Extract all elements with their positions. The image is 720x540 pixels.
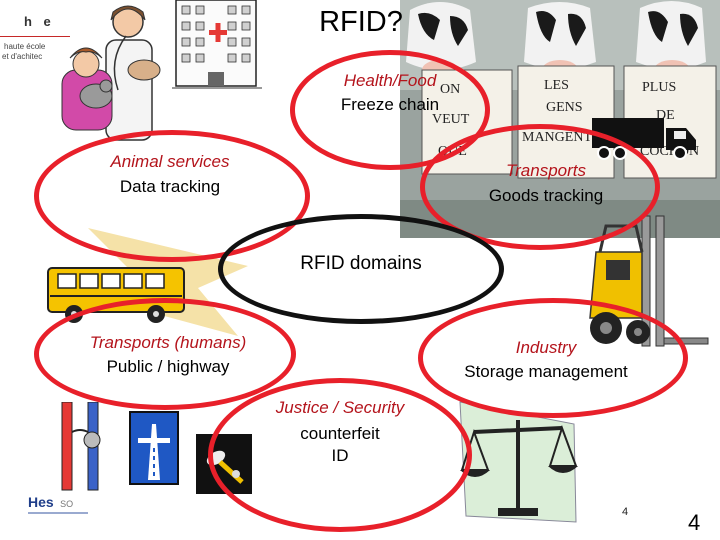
animal-title: Animal services <box>110 152 230 171</box>
highway-sign-icon <box>129 411 179 485</box>
logo-fineprint <box>28 512 88 514</box>
veterinarian-icon <box>61 5 161 141</box>
school-logo-top: h e haute école et d'achitec <box>0 8 72 78</box>
pipe-icon <box>61 402 101 491</box>
health-title: Health/Food <box>343 71 437 90</box>
industry-title: Industry <box>515 338 577 357</box>
logo-red-rule <box>0 36 70 37</box>
domain-ellipse-transports <box>420 124 660 250</box>
domain-ellipse-justice <box>208 378 472 532</box>
hes-so-logo: Hes SO <box>28 494 118 524</box>
animal-subtitle: Data tracking <box>119 177 221 196</box>
industry-subtitle: Storage management <box>464 362 628 381</box>
sign-word-les: LES <box>544 78 569 93</box>
domain-ellipse-health <box>290 50 490 170</box>
domain-ellipse-center <box>218 214 504 324</box>
center-label: RFID domains <box>300 253 422 274</box>
page-number: 4 <box>688 510 701 535</box>
slide-title: RFID? <box>319 6 403 38</box>
logo-mark: h e <box>24 14 55 29</box>
humans-subtitle: Public / highway <box>106 357 230 376</box>
hospital-building-icon <box>172 0 262 89</box>
justice-line-3: ID <box>331 446 349 465</box>
health-subtitle: Freeze chain <box>340 95 440 114</box>
domain-ellipse-industry <box>418 298 688 418</box>
transports-subtitle: Goods tracking <box>488 186 604 205</box>
domain-ellipse-animal <box>34 130 310 262</box>
sign-word-gens: GENS <box>546 100 583 115</box>
justice-line-2: counterfeit <box>300 424 380 443</box>
transports-title: Transports <box>506 161 586 180</box>
humans-title: Transports (humans) <box>89 333 247 352</box>
domain-ellipse-humans <box>34 298 296 410</box>
page-number-small: 4 <box>622 506 629 518</box>
sign-word-plus: PLUS <box>642 80 677 95</box>
logo-line-1: haute école <box>4 42 46 51</box>
logo-line-2: et d'achitec <box>2 52 43 61</box>
hes-mark: Hes <box>28 494 54 510</box>
so-mark: SO <box>60 499 74 509</box>
justice-title: Justice / Security <box>275 398 405 417</box>
